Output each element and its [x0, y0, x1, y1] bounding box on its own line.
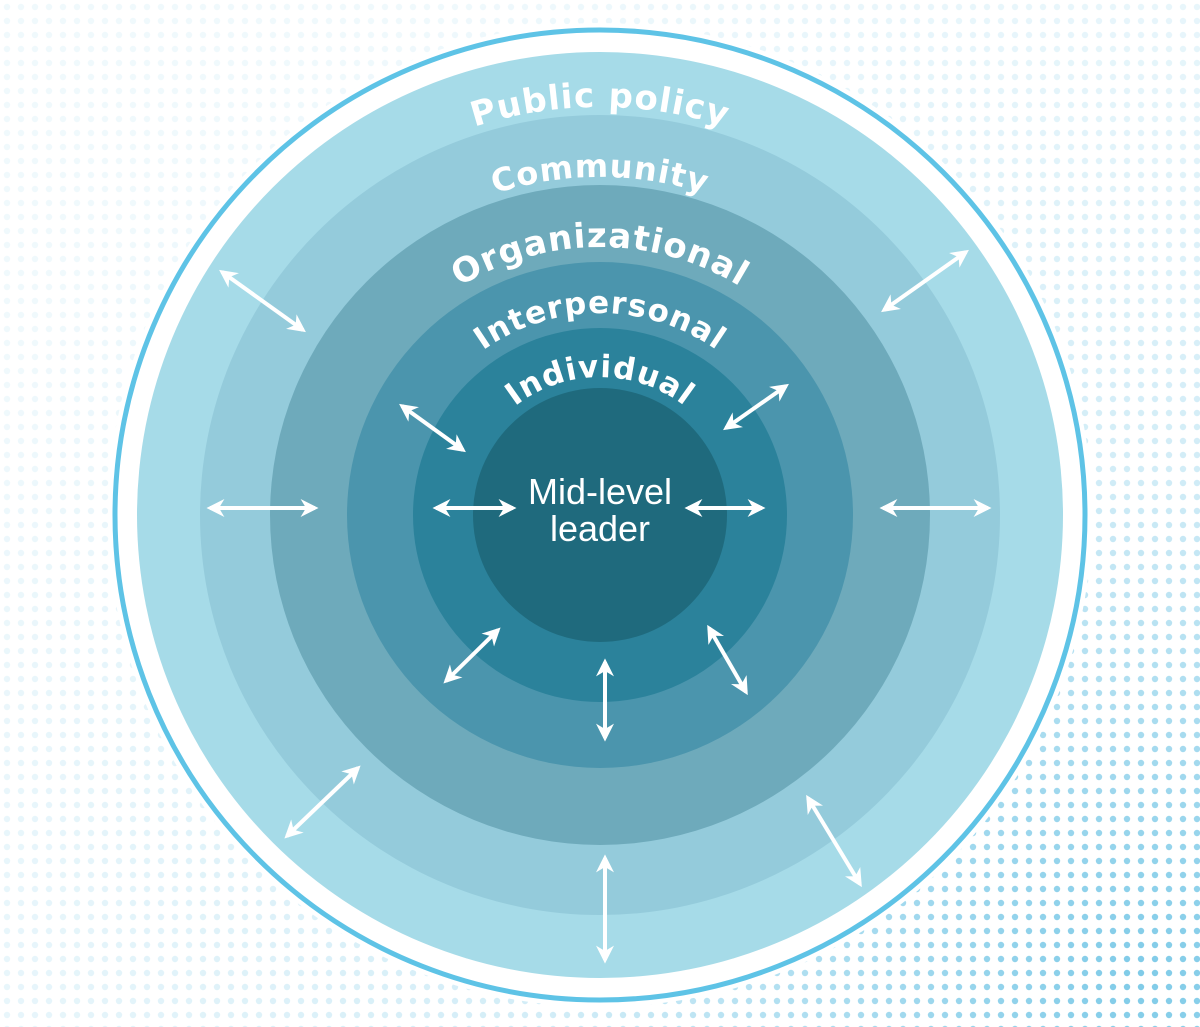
double-arrow-icon [806, 794, 862, 888]
double-arrow-icon [219, 269, 306, 333]
double-arrow-icon [284, 765, 361, 839]
center-label-line2: leader [550, 508, 650, 549]
double-arrow-icon [881, 249, 969, 313]
double-arrow-icon [723, 383, 789, 431]
double-arrow-icon [399, 403, 466, 453]
double-arrow-icon [707, 624, 748, 696]
double-arrow-icon [443, 627, 501, 684]
outer-outline [112, 27, 1088, 1003]
center-circle [473, 388, 727, 642]
center-label-line1: Mid-level [528, 471, 672, 512]
